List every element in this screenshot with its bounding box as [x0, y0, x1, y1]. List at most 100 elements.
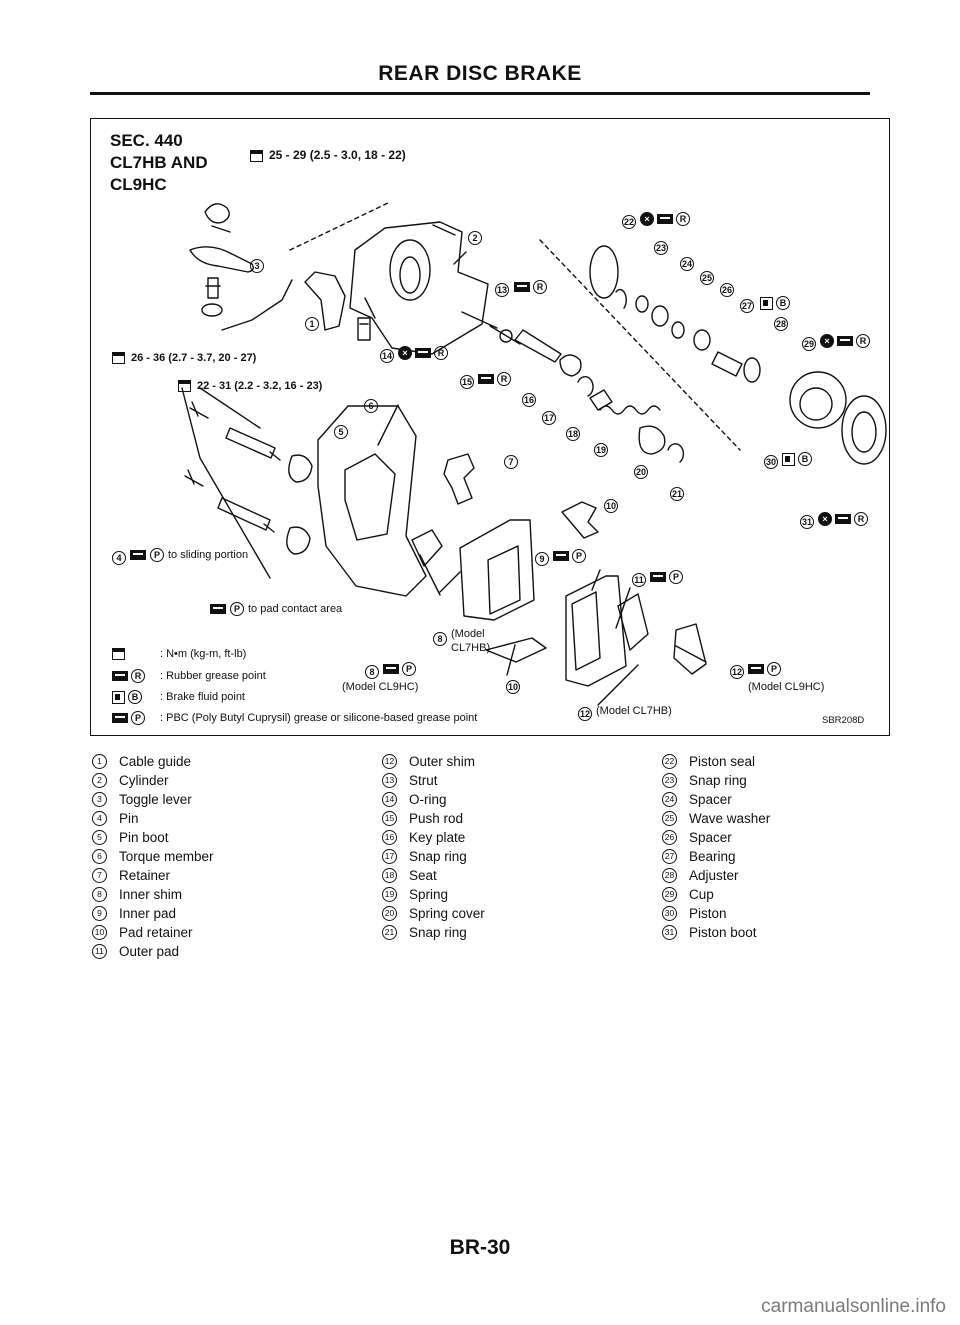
legend-torque-text: : N•m (kg-m, ft-lb) [160, 648, 247, 660]
torque-icon [112, 352, 125, 364]
grease-icon [383, 664, 399, 674]
callout-29: 29 [802, 337, 816, 351]
grease-icon [130, 550, 146, 560]
callout-10-upper: 10 [604, 499, 618, 513]
brake-fluid-b-icon: B [128, 690, 142, 704]
figure-code: SBR208D [822, 715, 865, 726]
bolt-lower [184, 469, 204, 487]
snap-ring-shape-17 [577, 376, 594, 397]
torque-pin-value: 22 - 31 (2.2 - 3.2, 16 - 23) [197, 380, 323, 392]
brake-fluid-icon [782, 452, 795, 466]
piston-boot-shape [841, 395, 887, 465]
callout-12-cl7hb: 12 [578, 707, 592, 721]
callout-17: 17 [542, 411, 556, 425]
cylinder-bore-inner [399, 256, 421, 294]
pbc-grease-icon: P [402, 662, 416, 676]
piston-shape [789, 371, 847, 429]
legend-pbc-grease-text: : PBC (Poly Butyl Cuprysil) grease or si… [160, 712, 478, 724]
pbc-grease-icon: P [767, 662, 781, 676]
marker-11: P [650, 570, 683, 584]
marker-30: B [782, 452, 812, 466]
piston-face [799, 387, 833, 421]
callout-18: 18 [566, 427, 580, 441]
pin-upper-shape [225, 427, 281, 461]
page-number: BR-30 [449, 1236, 511, 1259]
dash-leader-1 [289, 201, 391, 251]
outer-pad-shape [565, 575, 627, 687]
callout-27: 27 [740, 299, 754, 313]
callout-1: 1 [305, 317, 319, 331]
callout-2: 2 [468, 231, 482, 245]
piston-boot-inner [851, 411, 877, 453]
outer-shim-9hc [673, 623, 707, 675]
inner-shim-shape [411, 529, 443, 567]
cylinder-bore [389, 239, 431, 301]
piston-seal-shape [589, 245, 619, 299]
model-line-1: CL7HB AND [110, 153, 208, 172]
pin-boot-upper [288, 454, 313, 483]
callout-14: 14 [380, 349, 394, 363]
rubber-grease-icon: R [854, 512, 868, 526]
marker-9: P [553, 549, 586, 563]
callout-19: 19 [594, 443, 608, 457]
bleeder-shape [357, 317, 371, 341]
torque-spec-pin: 22 - 31 (2.2 - 3.2, 16 - 23) [178, 380, 322, 392]
bearing-shape [693, 329, 711, 351]
callout-25: 25 [700, 271, 714, 285]
pbc-grease-icon: P [572, 549, 586, 563]
snap-ring-shape-21 [667, 443, 685, 463]
callout-8-cl7hb: 8 [433, 632, 447, 646]
marker-29: × R [820, 334, 870, 348]
callout-3: 3 [250, 259, 264, 273]
cylinder-body-shape [349, 221, 489, 355]
rubber-grease-icon: R [434, 346, 448, 360]
brake-fluid-b-icon: B [798, 452, 812, 466]
brake-fluid-icon [112, 690, 125, 704]
marker-12: P [748, 662, 781, 676]
key-plate-shape [559, 354, 582, 377]
torque-spec-main: 25 - 29 (2.5 - 3.0, 18 - 22) [250, 148, 406, 162]
callout-15: 15 [460, 375, 474, 389]
inner-pad-shape [459, 519, 535, 621]
rubber-grease-icon: R [497, 372, 511, 386]
callout-24: 24 [680, 257, 694, 271]
leader-lines [364, 224, 707, 706]
model-note-cl9hc-12: (Model CL9HC) [748, 681, 825, 693]
callout-30: 30 [764, 455, 778, 469]
note-sliding-portion: to sliding portion [168, 549, 249, 561]
torque-icon [250, 149, 263, 162]
model-note-cl7hb-8: (Model CL7HB) [451, 628, 491, 654]
marker-13: R [514, 280, 547, 294]
marker-pad-contact: P to pad contact area [210, 602, 342, 616]
marker-8: P [383, 662, 416, 676]
grease-icon [657, 214, 673, 224]
legend-brake-fluid-text: : Brake fluid point [160, 691, 245, 703]
marker-31: × R [818, 512, 868, 526]
grease-icon [835, 514, 851, 524]
legend-torque: : N•m (kg-m, ft-lb) [112, 648, 246, 660]
leader-bolts [181, 387, 271, 579]
grease-icon [748, 664, 764, 674]
model-line-2: CL9HC [110, 175, 167, 194]
replace-icon: × [818, 512, 832, 526]
callout-9: 9 [535, 552, 549, 566]
oring-shape [499, 329, 513, 343]
callout-10-lower: 10 [506, 680, 520, 694]
